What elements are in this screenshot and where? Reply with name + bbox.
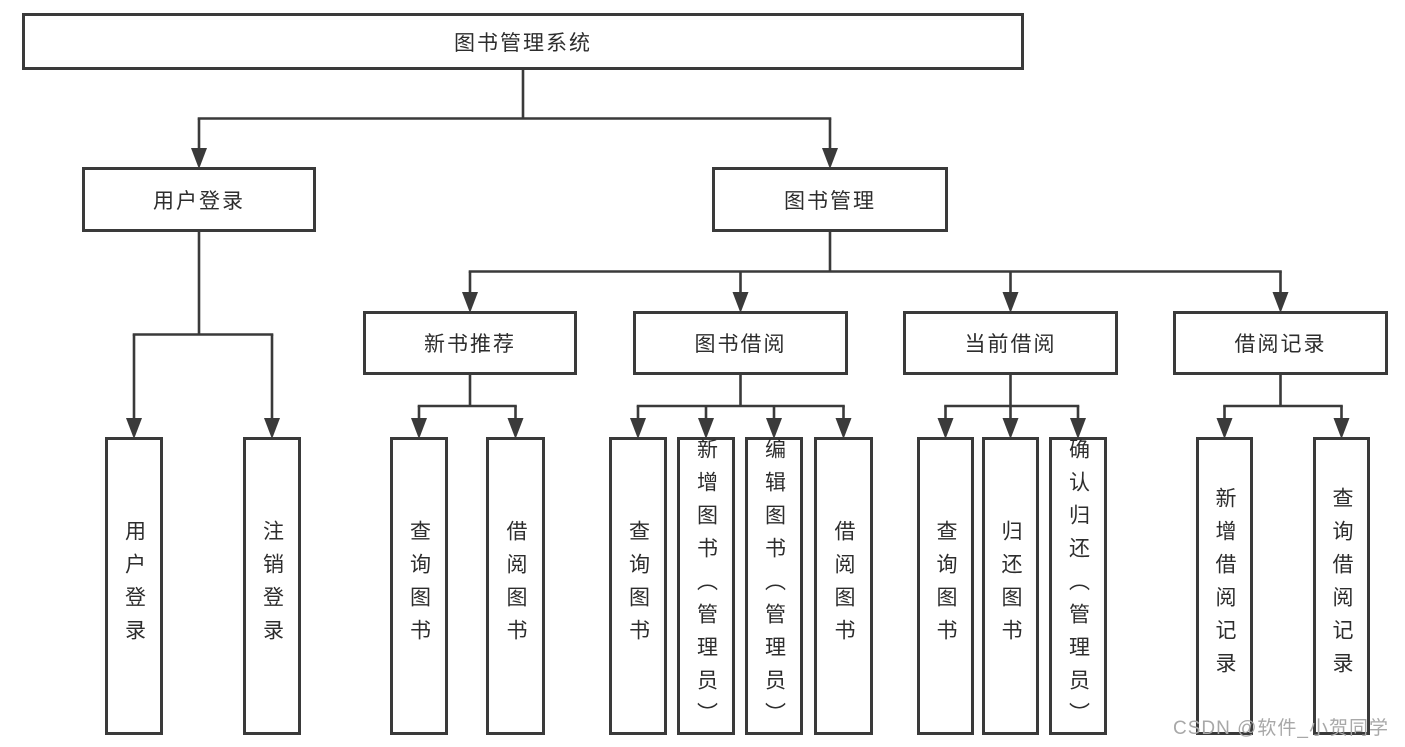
node-label-user-login-branch: 用户登录 bbox=[153, 189, 245, 213]
node-label-logout: 注销登录 bbox=[260, 520, 284, 652]
node-label-cb-confirm-return: 确认归还（管理员） bbox=[1066, 437, 1090, 735]
node-bb-add-book: 新增图书（管理员） bbox=[677, 437, 735, 735]
node-label-new-book-rec: 新书推荐 bbox=[424, 333, 516, 356]
node-bb-borrow-book: 借阅图书 bbox=[814, 437, 873, 735]
node-label-user-login: 用户登录 bbox=[122, 520, 146, 652]
node-label-root: 图书管理系统 bbox=[454, 31, 592, 55]
node-cb-return-book: 归还图书 bbox=[982, 437, 1039, 735]
node-bb-edit-book: 编辑图书（管理员） bbox=[745, 437, 803, 735]
node-root: 图书管理系统 bbox=[22, 13, 1024, 70]
node-label-cb-return-book: 归还图书 bbox=[999, 520, 1022, 652]
node-label-book-mgmt: 图书管理 bbox=[784, 189, 876, 213]
node-logout: 注销登录 bbox=[243, 437, 301, 735]
node-cb-confirm-return: 确认归还（管理员） bbox=[1049, 437, 1107, 735]
node-label-nbr-borrow-book: 借阅图书 bbox=[504, 520, 527, 652]
node-current-borrow: 当前借阅 bbox=[903, 311, 1118, 375]
node-bb-query-book: 查询图书 bbox=[609, 437, 667, 735]
node-br-query-record: 查询借阅记录 bbox=[1313, 437, 1370, 735]
node-new-book-rec: 新书推荐 bbox=[363, 311, 577, 375]
node-label-cb-query-book: 查询图书 bbox=[934, 520, 957, 652]
node-label-bb-borrow-book: 借阅图书 bbox=[832, 520, 855, 652]
node-label-br-add-record: 新增借阅记录 bbox=[1213, 487, 1236, 685]
node-label-borrow-records: 借阅记录 bbox=[1234, 333, 1327, 356]
node-label-bb-add-book: 新增图书（管理员） bbox=[694, 437, 718, 735]
node-label-br-query-record: 查询借阅记录 bbox=[1330, 487, 1353, 685]
node-borrow-records: 借阅记录 bbox=[1173, 311, 1388, 375]
node-br-add-record: 新增借阅记录 bbox=[1196, 437, 1253, 735]
node-cb-query-book: 查询图书 bbox=[917, 437, 974, 735]
node-nbr-borrow-book: 借阅图书 bbox=[486, 437, 545, 735]
node-user-login-branch: 用户登录 bbox=[82, 167, 316, 232]
node-book-borrow: 图书借阅 bbox=[633, 311, 848, 375]
node-label-bb-edit-book: 编辑图书（管理员） bbox=[762, 437, 786, 735]
node-book-mgmt: 图书管理 bbox=[712, 167, 948, 232]
watermark-text: CSDN @软件_小贺同学 bbox=[1173, 718, 1389, 739]
node-label-nbr-query-book: 查询图书 bbox=[407, 520, 431, 652]
node-label-book-borrow: 图书借阅 bbox=[694, 333, 787, 356]
node-label-current-borrow: 当前借阅 bbox=[964, 333, 1057, 356]
node-label-bb-query-book: 查询图书 bbox=[626, 520, 650, 652]
node-nbr-query-book: 查询图书 bbox=[390, 437, 448, 735]
node-user-login: 用户登录 bbox=[105, 437, 163, 735]
